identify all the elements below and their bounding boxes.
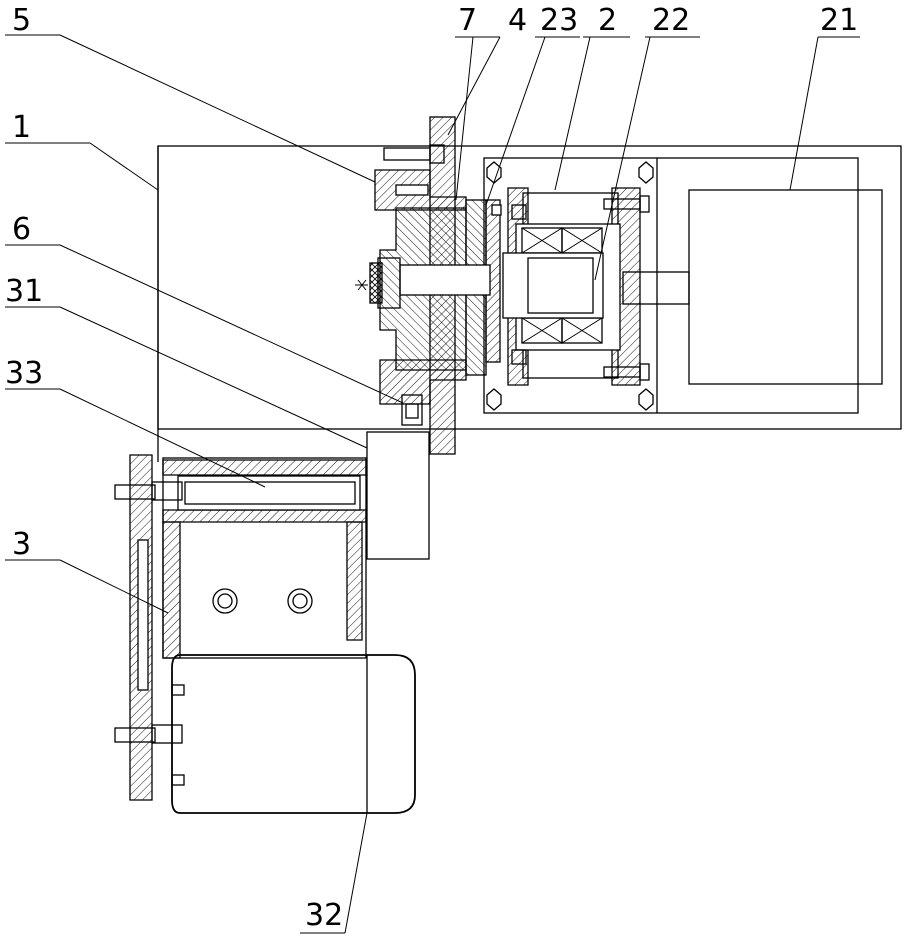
bolt-head-icon	[213, 589, 312, 613]
connector-block	[367, 432, 429, 559]
label-4: 4	[508, 3, 527, 38]
label-7: 7	[458, 3, 477, 38]
label-31: 31	[5, 274, 43, 309]
label-5: 5	[12, 3, 31, 38]
label-21: 21	[820, 3, 858, 38]
label-32: 32	[305, 898, 343, 933]
label-2: 2	[598, 3, 617, 38]
label-33: 33	[5, 356, 43, 391]
side-unit	[115, 455, 366, 800]
label-1: 1	[12, 110, 31, 145]
bearing-assembly	[503, 188, 649, 385]
label-22: 22	[652, 3, 690, 38]
label-6: 6	[12, 212, 31, 247]
label-3: 3	[12, 527, 31, 562]
label-23: 23	[540, 3, 578, 38]
cone-assembly	[355, 145, 490, 425]
bottom-motor	[172, 655, 415, 813]
